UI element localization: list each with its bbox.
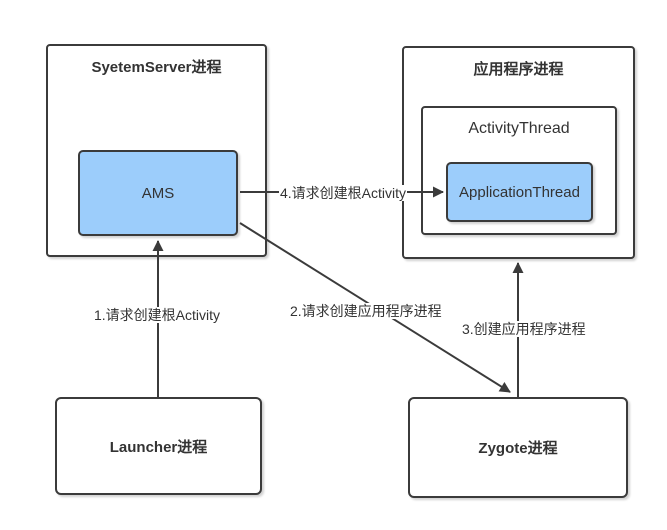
ams-label: AMS (141, 184, 175, 202)
zygote-process-box: Zygote进程 (408, 397, 628, 498)
arrow-label-step3: 3.创建应用程序进程 (461, 321, 587, 337)
system-server-process-title: SyetemServer进程 (91, 59, 222, 76)
zygote-process-label: Zygote进程 (478, 440, 558, 457)
activity-thread-label: ActivityThread (468, 120, 570, 137)
application-thread-node: ApplicationThread (446, 162, 593, 222)
app-process-title: 应用程序进程 (473, 61, 564, 78)
ams-node: AMS (78, 150, 238, 236)
launcher-process-label: Launcher进程 (109, 438, 208, 456)
launcher-process-box: Launcher进程 (55, 397, 262, 495)
arrow-label-step2: 2.请求创建应用程序进程 (289, 303, 443, 319)
application-thread-label: ApplicationThread (459, 183, 580, 201)
arrow-label-step1: 1.请求创建根Activity (93, 307, 222, 323)
arrow-label-step4: 4.请求创建根Activity (279, 185, 408, 201)
